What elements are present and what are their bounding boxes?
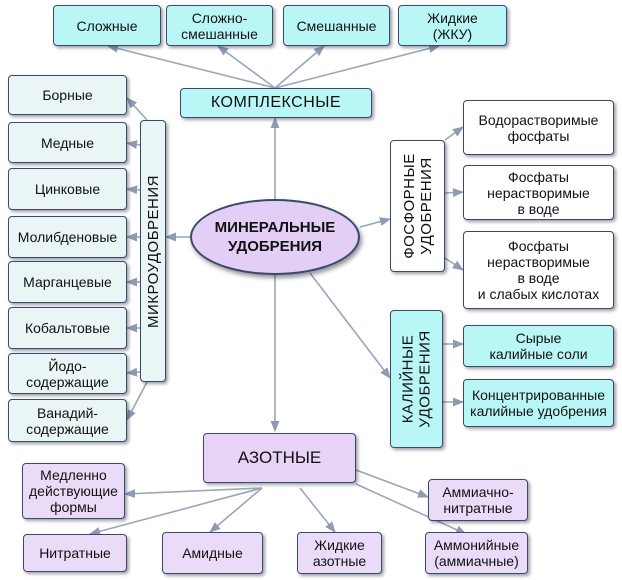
complex-item-4: Жидкие (ЖКУ) [398,5,507,46]
arrow-phos-3 [444,257,464,271]
nitrogen-item-3: Амидные [162,532,263,574]
arrow-nitro-1 [123,487,263,499]
complex-item-3: Смешанные [283,5,390,46]
phosphorus-item-1: Водорастворимые фосфаты [463,100,614,155]
micro-header: МИКРОУДОБРЕНИЯ [140,120,166,382]
micro-item-8: Ванадий- содержащие [8,399,127,442]
arrow-phos-1 [444,126,464,141]
micro-item-1: Борные [8,75,127,115]
arrow-nitro-6 [355,469,430,498]
arrow-micro-1 [126,97,148,121]
phosphorus-header: ФОСФОРНЫЕ УДОБРЕНИЯ [390,140,445,272]
arrow-phos-2 [444,188,465,198]
phosphorus-item-2: Фосфаты нерастворимые в воде [463,165,614,220]
nitrogen-item-6: Аммиачно- нитратные [428,479,528,521]
nitrogen-item-1: Медленно действующие формы [22,463,125,519]
arrow-to-potash [309,272,391,379]
nitrogen-header: АЗОТНЫЕ [203,433,356,483]
complex-item-2: Сложно- смешанные [166,5,273,46]
arrow-complex-4 [274,44,441,89]
arrow-micro-8 [126,381,148,421]
complex-item-1: Сложные [53,5,161,46]
arrow-complex-2 [217,45,276,89]
phosphorus-item-3: Фосфаты нерастворимые в воде и слабых ки… [463,231,614,309]
nitrogen-item-5: Аммонийные (аммиачные) [425,532,528,574]
arrow-complex-3 [274,45,325,89]
potash-header: КАЛИЙНЫЕ УДОБРЕНИЯ [390,310,443,448]
arrow-micro-3 [125,185,141,195]
micro-item-4: Молибденовые [8,216,127,258]
arrow-nitro-3 [209,487,263,533]
arrow-nitro-4 [299,487,336,533]
micro-item-5: Марганцевые [8,261,127,303]
micro-item-2: Медные [8,122,127,163]
arrow-to-phosphorus [359,217,392,228]
arrow-micro-7 [125,367,141,377]
nitrogen-item-4: Жидкие азотные [297,532,382,574]
arrow-micro-2 [125,140,141,149]
micro-item-6: Кобальтовые [8,307,127,349]
nitrogen-item-2: Нитратные [23,534,127,572]
potash-item-1: Сырые калийные соли [463,325,614,367]
micro-item-3: Цинковые [8,168,127,210]
center-hub: МИНЕРАЛЬНЫЕ УДОБРЕНИЯ [190,199,360,275]
complex-header: КОМПЛЕКСНЫЕ [180,88,372,118]
micro-item-7: Йодо- содержащие [8,353,127,394]
arrow-complex-1 [106,44,276,89]
arrow-nitro-5 [355,483,468,535]
arrow-nitro-2 [88,487,263,536]
potash-item-2: Концентрированные калийные удобрения [463,379,614,427]
